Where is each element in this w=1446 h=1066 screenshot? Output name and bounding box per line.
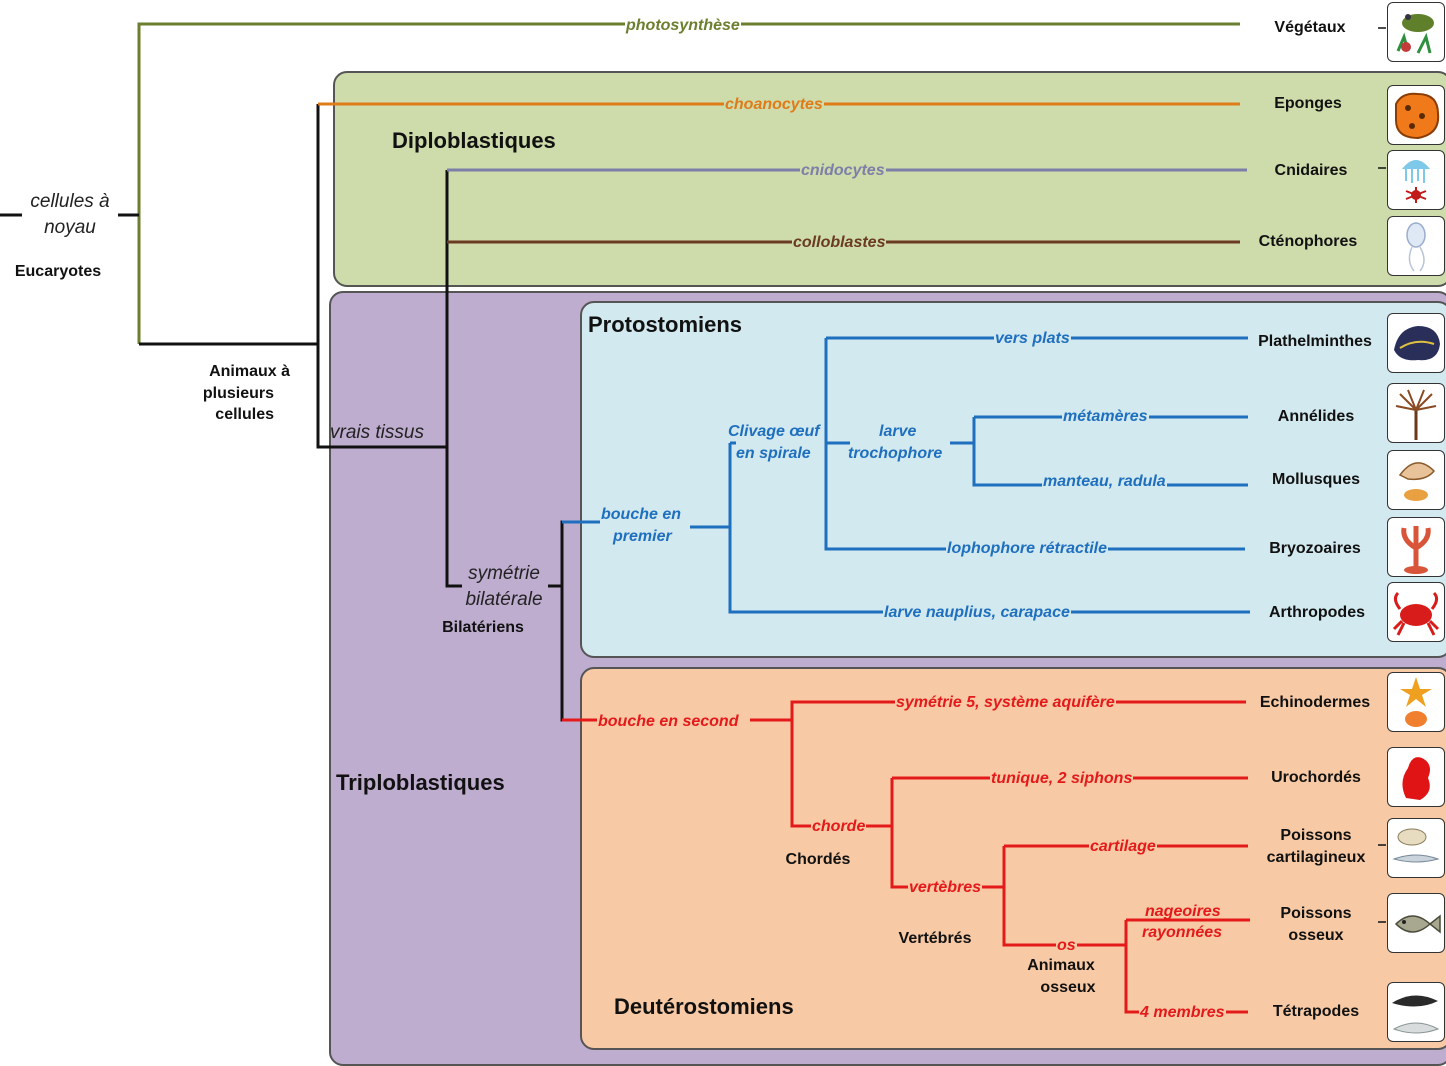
branch-deuterostomiens: [562, 700, 1250, 1014]
group-title-deuterostomiens: Deutérostomiens: [614, 994, 794, 1019]
taxon-eponges: Eponges: [1248, 93, 1368, 115]
sponge-illustration: [1387, 85, 1445, 145]
trait-symetrie5: symétrie 5, système aquifère: [895, 692, 1116, 713]
cartilaginous-fish-illustration: [1387, 818, 1445, 878]
tetrapod-illustration: [1387, 982, 1445, 1042]
tunicate-illustration: [1387, 747, 1445, 807]
taxon-urochordes: Urochordés: [1250, 767, 1382, 789]
node-symetrie-line2: bilatérale: [465, 589, 543, 610]
taxon-mollusques: Mollusques: [1250, 469, 1382, 491]
bony-fish-illustration: [1387, 893, 1445, 953]
plant-illustration: [1387, 2, 1445, 62]
ctenophora-illustration: [1387, 216, 1445, 276]
taxon-bryozoaires: Bryozoaires: [1248, 538, 1382, 560]
trait-vers-plats: vers plats: [994, 328, 1071, 349]
trait-nageoires-line2: rayonnées: [1142, 924, 1223, 941]
clade-animaux-osseux-line2: osseux: [1040, 979, 1096, 996]
flatworm-illustration: [1387, 313, 1445, 373]
trait-4-membres: 4 membres: [1139, 1002, 1226, 1023]
taxon-poissons-cartilagineux-line1: Poissons: [1280, 827, 1352, 844]
trait-lophophore: lophophore rétractile: [946, 538, 1109, 559]
trait-chorde: chorde: [811, 816, 867, 837]
trait-cartilage: cartilage: [1089, 836, 1157, 857]
clade-animaux-line1: Animaux à: [209, 363, 290, 380]
mollusc-illustration: [1387, 450, 1445, 510]
clade-animaux-line2: plusieurs: [202, 385, 274, 402]
trait-nauplius: larve nauplius, carapace: [883, 602, 1071, 623]
taxon-echinodermes: Echinodermes: [1248, 692, 1382, 714]
taxon-annelides: Annélides: [1250, 406, 1382, 428]
clade-animaux-line3: cellules: [215, 406, 274, 423]
node-symetrie-line1: symétrie: [468, 563, 540, 584]
trait-larve-line1: larve: [879, 423, 917, 440]
trait-choanocytes: choanocytes: [724, 94, 824, 115]
trait-bouche-second: bouche en second: [597, 711, 740, 732]
trait-bouche-premier-line1: bouche en: [601, 506, 682, 523]
taxon-poissons-osseux-line1: Poissons: [1280, 905, 1352, 922]
root-node-label-line1: cellules à: [30, 191, 110, 212]
trait-nageoires-line1: nageoires: [1145, 903, 1221, 920]
trait-manteau-radula: manteau, radula: [1042, 471, 1167, 492]
clade-bilateriens: Bilatériens: [442, 619, 524, 636]
branch-vegetaux: [137, 22, 1240, 344]
group-title-triploblastiques: Triploblastiques: [336, 770, 505, 795]
clade-eucaryotes: Eucaryotes: [14, 263, 102, 280]
taxon-plathelminthes: Plathelminthes: [1248, 331, 1382, 353]
clade-vertebres: Vertébrés: [898, 930, 972, 947]
trait-bouche-premier-line2: premier: [613, 528, 672, 545]
annelid-illustration: [1387, 383, 1445, 443]
trait-clivage-line2: en spirale: [736, 445, 811, 462]
trait-colloblastes: colloblastes: [792, 232, 887, 253]
bryozoan-illustration: [1387, 517, 1445, 577]
trait-clivage-line1: Clivage œuf: [728, 423, 820, 440]
cnidaria-illustration: [1387, 150, 1445, 210]
crab-illustration: [1387, 582, 1445, 642]
group-title-diploblastiques: Diploblastiques: [392, 128, 556, 153]
taxon-poissons-cartilagineux-line2: cartilagineux: [1266, 849, 1366, 866]
clade-animaux-osseux-line1: Animaux: [1027, 957, 1095, 974]
root-node-label-line2: noyau: [44, 217, 96, 238]
taxon-ctenophores: Cténophores: [1244, 231, 1372, 253]
echinoderm-illustration: [1387, 672, 1445, 732]
taxon-poissons-osseux-line2: osseux: [1288, 927, 1344, 944]
trait-photosynthese: photosynthèse: [625, 15, 741, 36]
taxon-cnidaires: Cnidaires: [1250, 160, 1372, 182]
trait-larve-line2: trochophore: [848, 445, 943, 462]
trait-os: os: [1056, 935, 1077, 956]
group-title-protostomiens: Protostomiens: [588, 312, 743, 337]
taxon-arthropodes: Arthropodes: [1252, 602, 1382, 624]
node-vrais-tissus: vrais tissus: [330, 422, 424, 443]
trait-vertebres: vertèbres: [908, 877, 983, 898]
clade-chordes: Chordés: [785, 851, 851, 868]
taxon-tetrapodes: Tétrapodes: [1250, 1001, 1382, 1023]
trait-metameres: métamères: [1062, 406, 1149, 427]
trait-cnidocytes: cnidocytes: [800, 160, 886, 181]
taxon-vegetaux: Végétaux: [1248, 17, 1372, 39]
trait-tunique: tunique, 2 siphons: [990, 768, 1134, 789]
